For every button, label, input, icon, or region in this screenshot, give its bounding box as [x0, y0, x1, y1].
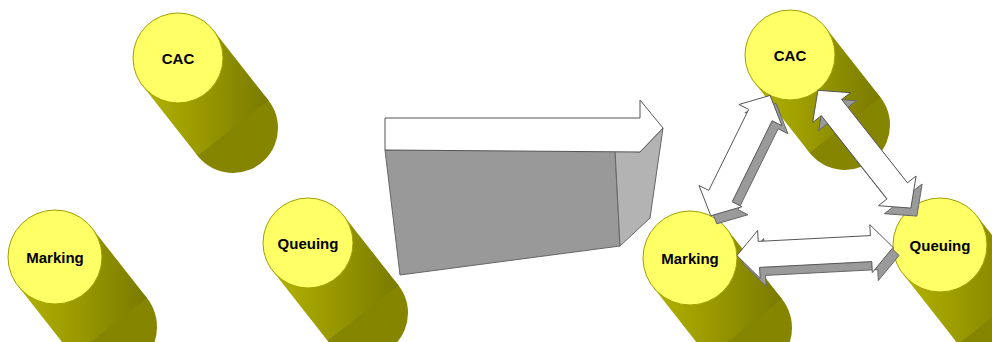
cylinder-top: [8, 210, 102, 304]
node-label: Marking: [661, 250, 719, 267]
node-label: CAC: [774, 47, 807, 64]
arrow-top-face: [385, 100, 663, 152]
node-label: Marking: [26, 249, 84, 266]
arrow-top-face: [699, 95, 782, 215]
cylinder-top: [263, 198, 353, 288]
cylinder-node: Queuing: [263, 198, 353, 288]
cylinder-node: Queuing: [893, 198, 987, 292]
arrow-top-face: [737, 225, 893, 279]
cylinder-top: [893, 198, 987, 292]
node-label: CAC: [162, 50, 195, 67]
cylinder-node: CAC: [133, 13, 223, 103]
node-label: Queuing: [278, 235, 339, 252]
cylinder-top: [133, 13, 223, 103]
cylinder-node: Marking: [8, 210, 102, 304]
cylinder-top: [643, 211, 737, 305]
arrow-side-face: [705, 103, 788, 223]
arrow-front-face: [385, 150, 620, 275]
node-label: Queuing: [910, 237, 971, 254]
double-arrow-connector: [699, 95, 788, 223]
cylinder-node: Marking: [643, 211, 737, 305]
cylinder-top: [745, 10, 835, 100]
arrow-side-face: [743, 233, 899, 287]
cylinder-node: CAC: [745, 10, 835, 100]
